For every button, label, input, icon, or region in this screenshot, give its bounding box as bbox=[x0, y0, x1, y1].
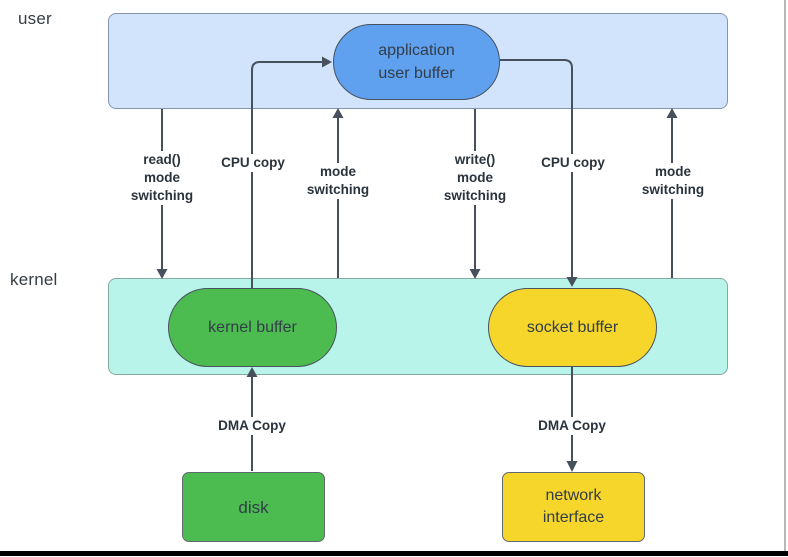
network-interface-label-line1: network bbox=[545, 487, 602, 504]
kernel-space-label: kernel bbox=[10, 270, 58, 289]
arrow-cpu-copy-left-line bbox=[251, 61, 323, 288]
cpu-copy-left-label: CPU copy bbox=[219, 154, 287, 172]
write-mode-switching-label: write() mode switching bbox=[441, 151, 509, 205]
dma-copy-right-label: DMA Copy bbox=[536, 417, 608, 435]
arrow-cpu-copy-right-head bbox=[566, 277, 578, 287]
mode-switching-left-label: mode switching bbox=[304, 163, 372, 199]
disk-label: disk bbox=[238, 497, 269, 517]
write-label-line3: switching bbox=[443, 188, 507, 203]
read-label-line2: mode bbox=[143, 170, 181, 185]
arrow-mode-switching-left-head bbox=[332, 108, 344, 118]
socket-buffer-node: socket buffer bbox=[488, 288, 657, 367]
write-label-line2: mode bbox=[456, 170, 494, 185]
mode-switching-right-label: mode switching bbox=[639, 163, 707, 199]
dma-copy-left-label: DMA Copy bbox=[216, 417, 288, 435]
disk-node: disk bbox=[182, 472, 325, 542]
socket-buffer-label: socket buffer bbox=[526, 319, 619, 336]
window-right-edge bbox=[784, 0, 786, 551]
write-label-line1: write() bbox=[454, 152, 496, 167]
read-mode-switching-label: read() mode switching bbox=[128, 151, 196, 205]
arrow-dma-copy-right-head bbox=[566, 461, 578, 472]
cpu-copy-right-label: CPU copy bbox=[539, 154, 607, 172]
arrow-cpu-copy-right-line bbox=[500, 59, 573, 278]
arrow-read-head bbox=[156, 269, 168, 279]
kernel-buffer-label: kernel buffer bbox=[208, 319, 297, 336]
arrow-cpu-copy-left-head bbox=[322, 56, 332, 68]
network-interface-node: network interface bbox=[502, 472, 645, 542]
user-space-label: user bbox=[18, 9, 52, 28]
kernel-buffer-node: kernel buffer bbox=[168, 288, 337, 367]
read-label-line1: read() bbox=[143, 152, 181, 167]
window-bottom-edge bbox=[0, 551, 788, 556]
mode-switching-left-line1: mode bbox=[319, 164, 357, 179]
mode-switching-left-line2: switching bbox=[306, 182, 370, 197]
application-user-buffer-label-line2: user buffer bbox=[378, 65, 455, 82]
arrow-dma-copy-left-head bbox=[246, 367, 258, 377]
network-interface-label-line2: interface bbox=[542, 509, 605, 526]
mode-switching-right-line2: switching bbox=[641, 182, 705, 197]
application-user-buffer-node: application user buffer bbox=[333, 24, 500, 100]
mode-switching-right-line1: mode bbox=[654, 164, 692, 179]
arrow-mode-switching-right-head bbox=[666, 108, 678, 118]
application-user-buffer-label-line1: application bbox=[378, 42, 455, 59]
read-label-line3: switching bbox=[130, 188, 194, 203]
arrow-write-head bbox=[469, 269, 481, 279]
